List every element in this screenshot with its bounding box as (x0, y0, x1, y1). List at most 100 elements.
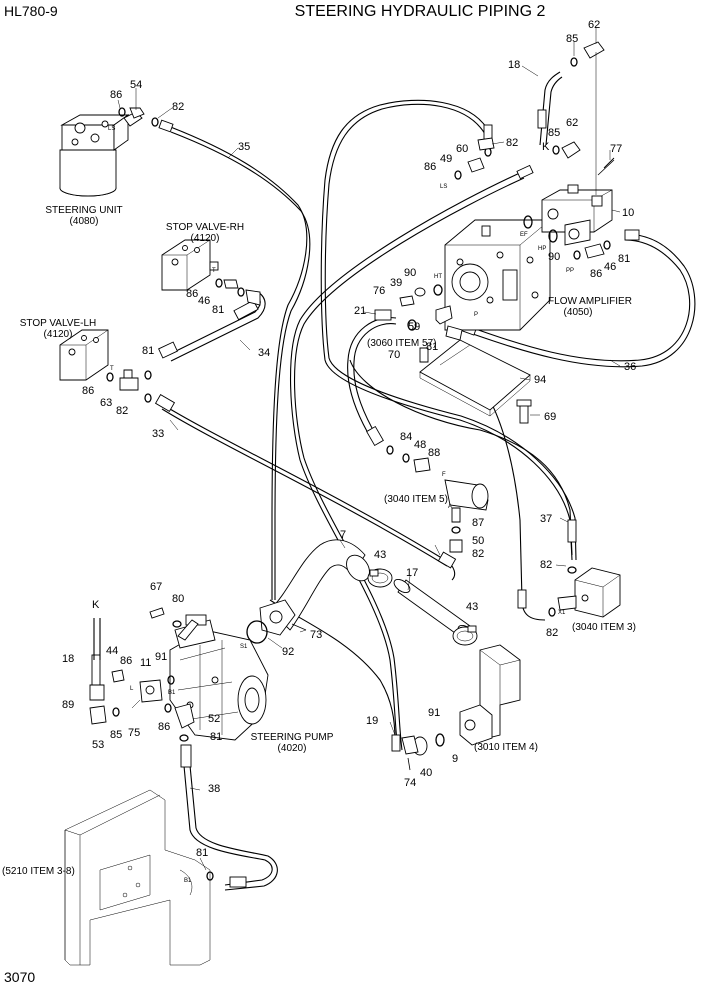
svg-text:S1: S1 (240, 644, 248, 650)
svg-text:91: 91 (428, 707, 440, 719)
flow-amplifier (444, 219, 551, 331)
hose-37 (349, 359, 573, 556)
svg-text:62: 62 (566, 117, 578, 129)
svg-text:10: 10 (622, 207, 634, 219)
svg-text:81: 81 (212, 304, 224, 316)
flow-amplifier-ref: (4050) (564, 307, 593, 318)
flange-92 (246, 599, 307, 644)
svg-text:11: 11 (140, 657, 151, 669)
stop-valve-lh (59, 329, 109, 381)
steering-pump (169, 614, 269, 741)
stop-valve-lh-label: STOP VALVE-LH (20, 318, 97, 329)
hose-18-top (539, 71, 561, 146)
svg-text:48: 48 (414, 439, 426, 451)
svg-text:62: 62 (588, 19, 600, 31)
svg-text:70: 70 (388, 349, 400, 361)
stop-valve-lh-fittings (106, 369, 152, 403)
svg-text:36: 36 (624, 361, 636, 373)
reference-labels: (3060 ITEM 57) (3040 ITEM 5) (3040 ITEM … (2, 338, 636, 877)
clamp-43-b (452, 625, 478, 646)
svg-text:81: 81 (426, 341, 438, 353)
svg-text:81: 81 (142, 345, 154, 357)
svg-text:86: 86 (110, 89, 122, 101)
svg-text:85: 85 (566, 33, 578, 45)
svg-text:75: 75 (128, 727, 140, 739)
svg-text:38: 38 (208, 783, 220, 795)
svg-text:84: 84 (400, 431, 412, 443)
model-code: HL780-9 (4, 3, 58, 19)
steering-unit-label: STEERING UNIT (45, 205, 122, 216)
svg-text:89: 89 (62, 699, 74, 711)
svg-text:39: 39 (390, 277, 402, 289)
svg-text:91: 91 (155, 651, 167, 663)
suction-pipe-7 (269, 539, 370, 631)
svg-text:86: 86 (424, 161, 436, 173)
svg-text:X1: X1 (558, 610, 566, 616)
pump-small-parts (89, 607, 195, 742)
svg-text:50: 50 (472, 535, 484, 547)
valve-block-10 (541, 184, 613, 246)
svg-text:81: 81 (210, 731, 222, 743)
svg-text:P: P (474, 312, 478, 318)
stop-valve-lh-ref: (4120) (44, 329, 73, 340)
svg-text:60: 60 (456, 143, 468, 155)
hose-82-lower (489, 399, 546, 621)
svg-text:HT: HT (434, 274, 442, 280)
svg-text:9: 9 (452, 753, 458, 765)
top-right-fittings (454, 41, 615, 260)
svg-text:21: 21 (354, 305, 366, 317)
svg-text:69: 69 (544, 411, 556, 423)
frame-5210 (64, 789, 214, 966)
svg-text:86: 86 (590, 268, 602, 280)
svg-text:76: 76 (373, 285, 385, 297)
svg-text:87: 87 (472, 517, 484, 529)
hose-18-left (89, 618, 105, 701)
svg-text:18: 18 (508, 59, 520, 71)
svg-text:33: 33 (152, 428, 164, 440)
svg-text:59: 59 (408, 321, 420, 333)
flow-amp-port-fittings (399, 284, 463, 363)
component-labels: STEERING UNIT (4080) STOP VALVE-RH (4120… (20, 205, 632, 754)
svg-text:40: 40 (420, 767, 432, 779)
stop-valve-rh-fittings (215, 278, 261, 306)
steering-pump-ref: (4020) (278, 743, 307, 754)
hose-38 (182, 754, 273, 886)
steering-pump-label: STEERING PUMP (251, 732, 334, 743)
svg-text:82: 82 (472, 548, 484, 560)
svg-text:92: 92 (282, 646, 294, 658)
svg-text:L: L (130, 686, 134, 692)
svg-text:82: 82 (540, 559, 552, 571)
svg-text:46: 46 (604, 261, 616, 273)
hose-ls-flow (289, 171, 523, 751)
svg-text:19: 19 (366, 715, 378, 727)
svg-text:86: 86 (186, 288, 198, 300)
steering-unit (59, 114, 130, 197)
svg-text:85: 85 (110, 729, 122, 741)
svg-text:17: 17 (406, 567, 418, 579)
port-labels: K K LS LS T T EF HT HP PP P F A X1 S1 B1… (92, 126, 574, 884)
svg-text:B1: B1 (184, 878, 192, 884)
hose-36 (469, 239, 691, 362)
diagram-title: STEERING HYDRAULIC PIPING 2 (295, 3, 546, 20)
svg-text:82: 82 (172, 101, 184, 113)
svg-text:82: 82 (546, 627, 558, 639)
block-3040-item-3 (548, 566, 621, 618)
svg-text:74: 74 (404, 777, 416, 789)
port-f-fittings (386, 445, 489, 553)
svg-text:49: 49 (440, 153, 452, 165)
hose-35 (167, 125, 308, 600)
stop-valve-rh-ref: (4120) (191, 233, 220, 244)
svg-text:HP: HP (538, 246, 546, 252)
svg-text:18: 18 (62, 653, 74, 665)
bracket-94 (419, 339, 532, 424)
hose-21 (347, 317, 397, 441)
hose-33 (159, 402, 456, 581)
ref-3060-item-57: (3060 ITEM 57) (367, 338, 436, 349)
svg-text:A: A (448, 504, 452, 510)
svg-text:LS: LS (108, 126, 115, 132)
svg-text:K: K (92, 599, 100, 611)
stop-valve-rh-label: STOP VALVE-RH (166, 222, 244, 233)
svg-text:86: 86 (82, 385, 94, 397)
svg-text:86: 86 (120, 655, 132, 667)
svg-text:35: 35 (238, 141, 250, 153)
